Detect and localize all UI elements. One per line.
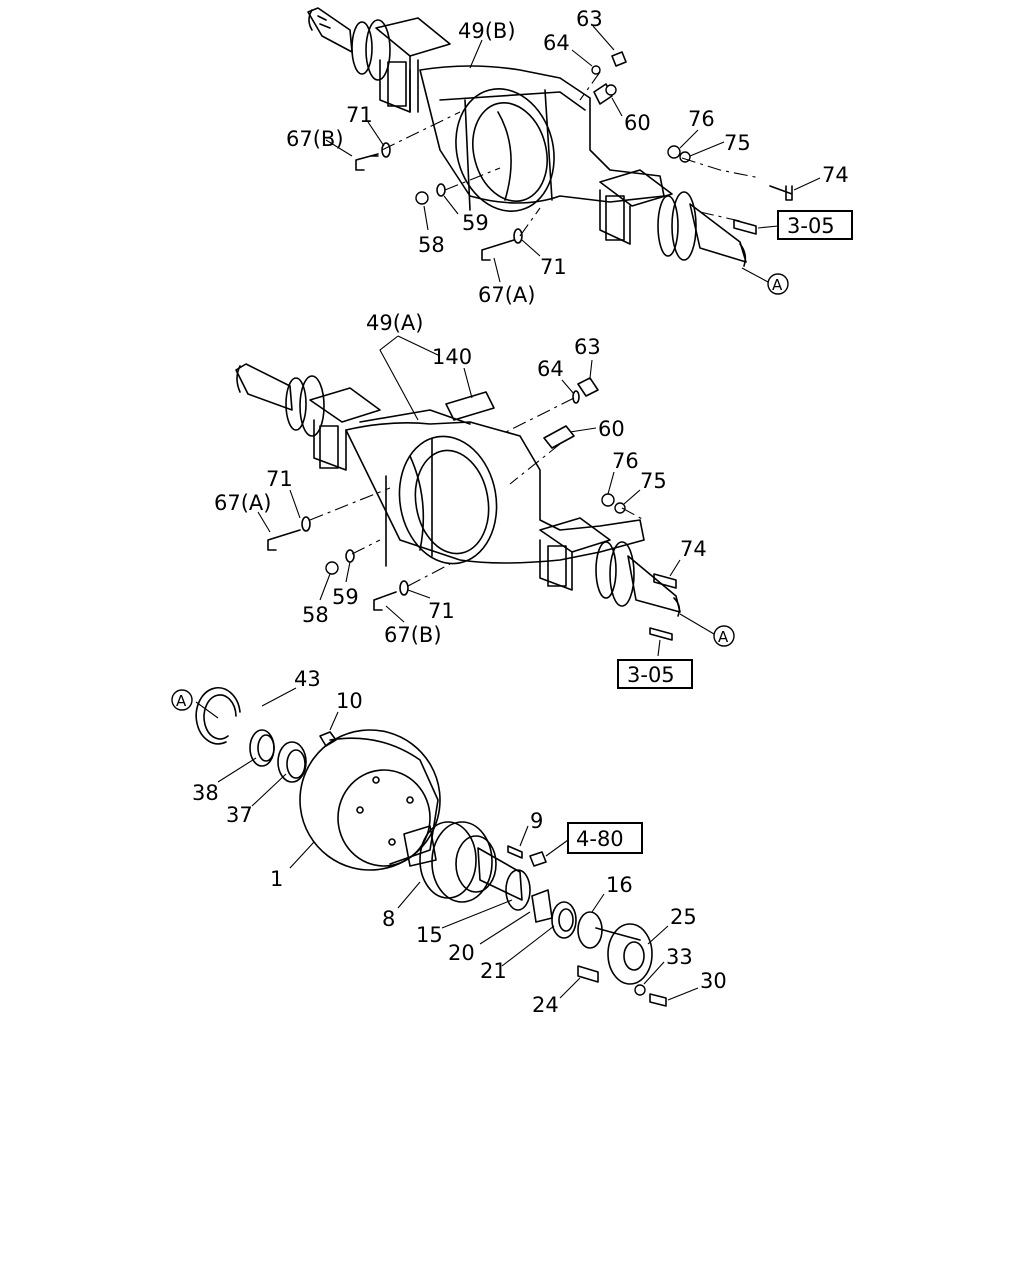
label-33: 33 [666, 945, 693, 969]
label-64-mid: 64 [537, 357, 564, 381]
label-63-mid: 63 [574, 335, 601, 359]
label-74-mid: 74 [680, 537, 707, 561]
label-43: 43 [294, 667, 321, 691]
label-60-mid: 60 [598, 417, 625, 441]
label-9: 9 [530, 809, 543, 833]
circle-a-bottom: A [171, 689, 193, 711]
label-67b-mid: 67(B) [384, 623, 442, 647]
label-25: 25 [670, 905, 697, 929]
label-21: 21 [480, 959, 507, 983]
label-10: 10 [336, 689, 363, 713]
label-76-top: 76 [688, 107, 715, 131]
label-64-top: 64 [543, 31, 570, 55]
label-67a-mid: 67(A) [214, 491, 271, 515]
label-67a-top: 67(A) [478, 283, 535, 307]
axle-housing-a [235, 335, 715, 657]
label-71-top-bottom: 71 [540, 255, 567, 279]
hub-drum-assembly [195, 687, 699, 1007]
label-49a: 49(A) [366, 311, 423, 335]
label-60-top: 60 [624, 111, 651, 135]
svg-text:A: A [718, 628, 729, 646]
label-59-top: 59 [462, 211, 489, 235]
label-74-top: 74 [822, 163, 849, 187]
label-1: 1 [270, 867, 283, 891]
svg-text:A: A [176, 692, 187, 710]
label-24: 24 [532, 993, 559, 1017]
label-8: 8 [382, 907, 395, 931]
reference-box-3-05-mid[interactable]: 3-05 [617, 659, 693, 689]
label-59-mid: 59 [332, 585, 359, 609]
label-63-top: 63 [576, 7, 603, 31]
label-20: 20 [448, 941, 475, 965]
label-58-top: 58 [418, 233, 445, 257]
reference-4-80-text: 4-80 [576, 827, 624, 851]
reference-box-3-05-top[interactable]: 3-05 [777, 210, 853, 240]
reference-3-05-top-text: 3-05 [787, 214, 835, 238]
label-67b-top: 67(B) [286, 127, 344, 151]
svg-text:A: A [772, 276, 783, 294]
label-71-mid-bottom: 71 [428, 599, 455, 623]
circle-a-top: A [767, 273, 789, 295]
label-37: 37 [226, 803, 253, 827]
label-49b: 49(B) [458, 19, 516, 43]
reference-3-05-mid-text: 3-05 [627, 663, 675, 687]
circle-a-mid: A [713, 625, 735, 647]
label-15: 15 [416, 923, 443, 947]
label-58-mid: 58 [302, 603, 329, 627]
label-140: 140 [432, 345, 472, 369]
label-71-mid-left: 71 [266, 467, 293, 491]
label-16: 16 [606, 873, 633, 897]
label-76-mid: 76 [612, 449, 639, 473]
label-71-top-left: 71 [346, 103, 373, 127]
reference-box-4-80[interactable]: 4-80 [567, 822, 643, 854]
label-30: 30 [700, 969, 727, 993]
label-75-mid: 75 [640, 469, 667, 493]
axle-housing-b [307, 7, 821, 283]
label-38: 38 [192, 781, 219, 805]
label-75-top: 75 [724, 131, 751, 155]
